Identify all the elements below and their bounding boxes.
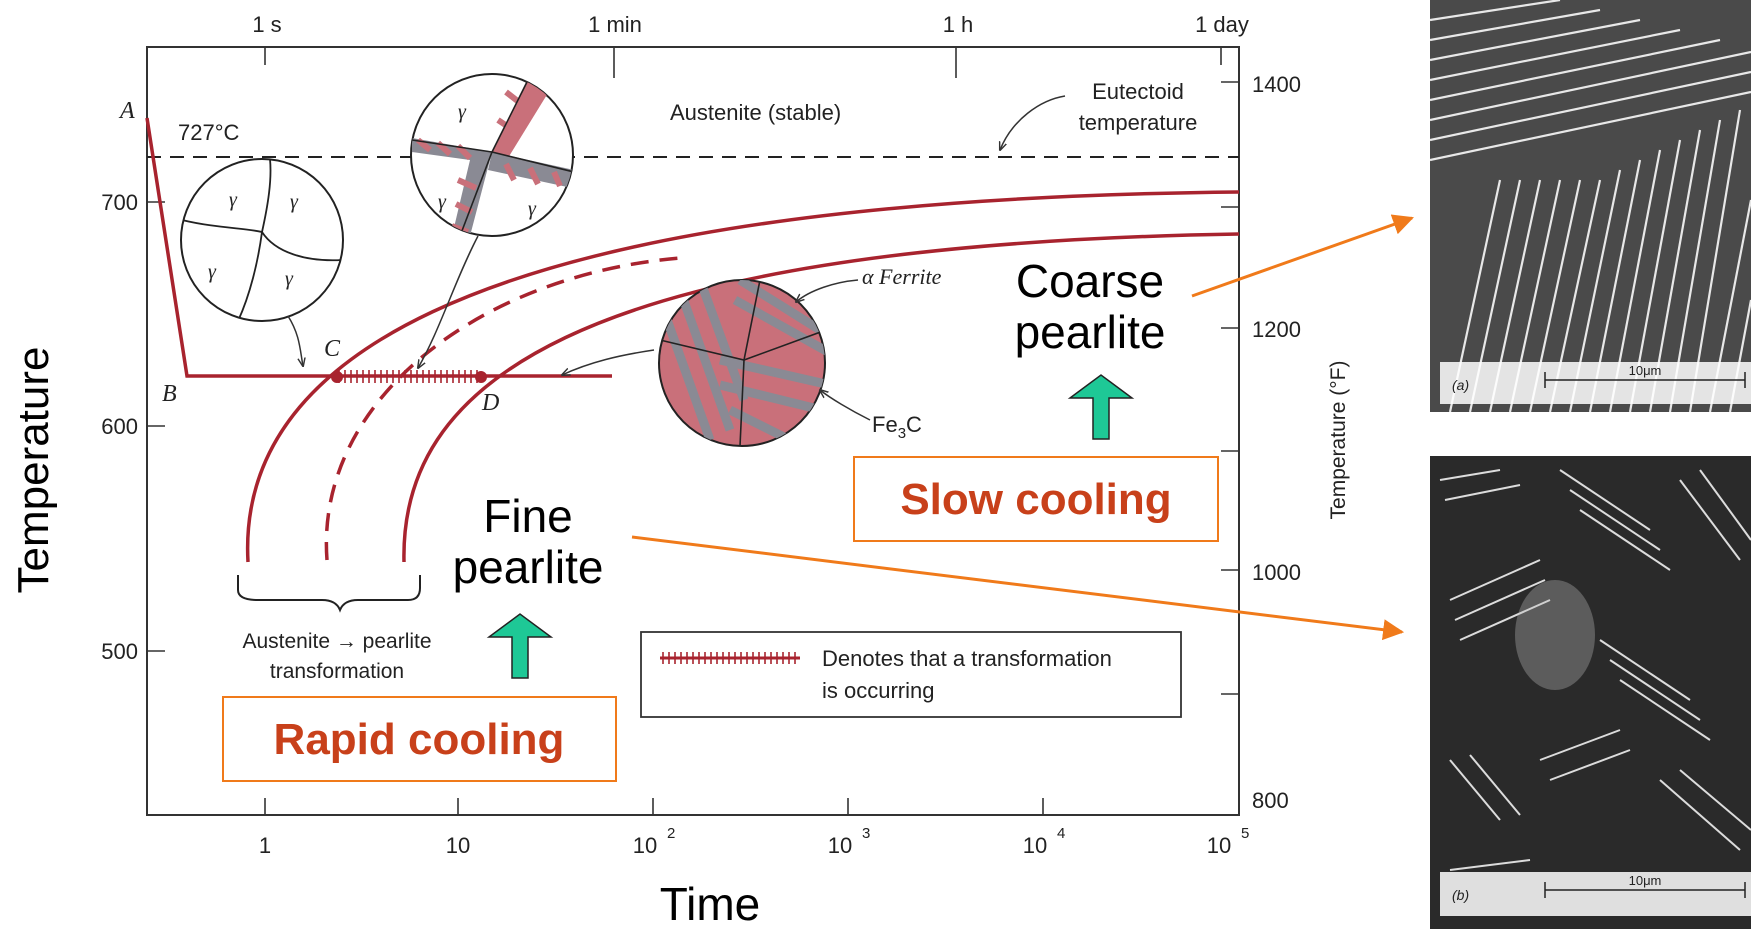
eutectoid-label-line2: temperature [1079,110,1198,135]
bottom-tick-100000-base: 10 [1207,833,1231,858]
micrograph-b-label: (b) [1452,887,1469,903]
right-tick-1400: 1400 [1252,72,1301,97]
gamma-label-4: γ [285,268,294,290]
micrograph-a-label: (a) [1452,377,1469,393]
left-tick-500: 500 [101,639,138,664]
right-tick-800: 800 [1252,788,1289,813]
ferrite-pointer [796,279,859,302]
transformation-bracket [237,575,421,613]
slow-cooling-up-arrow [1067,374,1135,440]
fine-label-line1: Fine [483,490,572,542]
top-tick-marks [264,47,1222,78]
micrograph-a-scale: 10μm [1629,363,1662,378]
slow-cooling-label: Slow cooling [900,475,1171,524]
colonies-pointer [562,349,655,375]
bottom-tick-10000-exp: 4 [1057,825,1065,842]
top-tick-1day: 1 day [1195,12,1249,37]
fine-arrow [631,535,1405,641]
gamma-label-7: γ [528,198,537,220]
x-axis-label: Time [660,878,761,929]
pearlite-colonies-circle [658,279,826,447]
eutectoid-pointer [1000,95,1066,150]
legend-hatch-swatch [660,652,800,664]
coarse-arrow [1191,214,1414,298]
coarse-pearlite-micrograph: (a) 10μm [1430,0,1751,412]
point-d-marker [475,371,487,383]
gamma-label-1: γ [229,189,238,211]
left-tick-700: 700 [101,190,138,215]
grains-pointer [287,315,303,366]
bottom-tick-1: 1 [259,833,271,858]
transformation-label-line2: transformation [270,660,404,683]
bottom-tick-10: 10 [446,833,470,858]
austenite-grains-circle: γ γ γ γ [180,158,344,322]
bottom-tick-100000-exp: 5 [1241,825,1249,842]
rapid-cooling-box [222,696,617,782]
slow-cooling-box [853,456,1219,542]
coarse-label-line2: pearlite [1015,306,1166,358]
top-tick-1s: 1 s [252,12,281,37]
top-tick-1h: 1 h [943,12,974,37]
plot-frame [146,46,1240,816]
legend-text-line2: is occurring [822,678,934,703]
austenite-stable-label: Austenite (stable) [670,100,841,125]
fe3c-pointer [820,390,871,421]
nucleating-pearlite-circle: γ γ γ [410,73,574,237]
eutectoid-label-line1: Eutectoid [1092,79,1184,104]
fine-label-line2: pearlite [453,541,604,593]
rapid-cooling-up-arrow [486,613,554,679]
legend-box: Denotes that a transformation is occurri… [640,631,1182,718]
y-axis-label: Temperature [9,346,58,593]
right-tick-1200: 1200 [1252,317,1301,342]
bottom-tick-100-exp: 2 [667,825,675,842]
transformation-hatch [337,370,481,383]
point-b-label: B [162,381,177,407]
left-tick-600: 600 [101,414,138,439]
right-tick-1000: 1000 [1252,560,1301,585]
right-tick-marks [1221,81,1239,695]
alpha-ferrite-label: α Ferrite [862,264,942,289]
bottom-tick-100-base: 10 [633,833,657,858]
coarse-label-line1: Coarse [1016,255,1164,307]
fe3c-label: Fe3C [872,412,922,442]
bottom-tick-marks [264,798,1044,815]
finish-curve [402,232,1240,563]
micrograph-b-scale: 10μm [1629,873,1662,888]
bottom-tick-1000-exp: 3 [862,825,870,842]
rapid-cooling-label: Rapid cooling [274,715,565,764]
gamma-label-3: γ [208,261,217,283]
transformation-label-line1: Austenite → pearlite [242,630,431,653]
point-a-label: A [118,98,135,124]
gamma-label-6: γ [438,191,447,213]
point-d-label: D [481,390,499,416]
legend-text-line1: Denotes that a transformation [822,646,1112,671]
right-axis-label: Temperature (°F) [1327,361,1350,520]
start-curve [245,190,1240,563]
bottom-tick-10000-base: 10 [1023,833,1047,858]
fine-pearlite-micrograph: (b) 10μm [1430,456,1751,929]
bottom-tick-1000-base: 10 [828,833,852,858]
gamma-label-2: γ [290,191,299,213]
left-tick-marks [147,201,165,652]
point-c-label: C [324,336,341,362]
gamma-label-5: γ [458,101,467,123]
top-tick-1min: 1 min [588,12,642,37]
eutectoid-temp-label: 727°C [178,120,240,145]
nucleating-pointer [418,235,479,368]
